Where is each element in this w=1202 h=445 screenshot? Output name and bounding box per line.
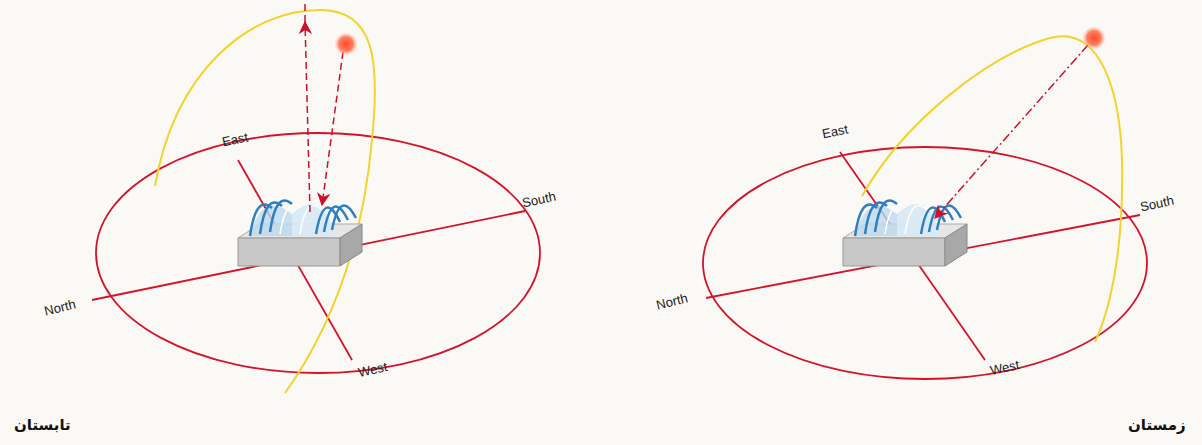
direction-label: North (43, 296, 77, 318)
direction-label: North (655, 290, 689, 312)
direction-label: East (821, 121, 850, 141)
direction-label: South (1139, 193, 1175, 215)
season-caption: زمستان (1128, 416, 1186, 434)
direction-label: West (357, 359, 389, 380)
direction-label: West (989, 357, 1021, 378)
direction-label: South (521, 189, 557, 211)
season-caption: تابستان (14, 416, 71, 434)
direction-label: East (221, 129, 250, 149)
